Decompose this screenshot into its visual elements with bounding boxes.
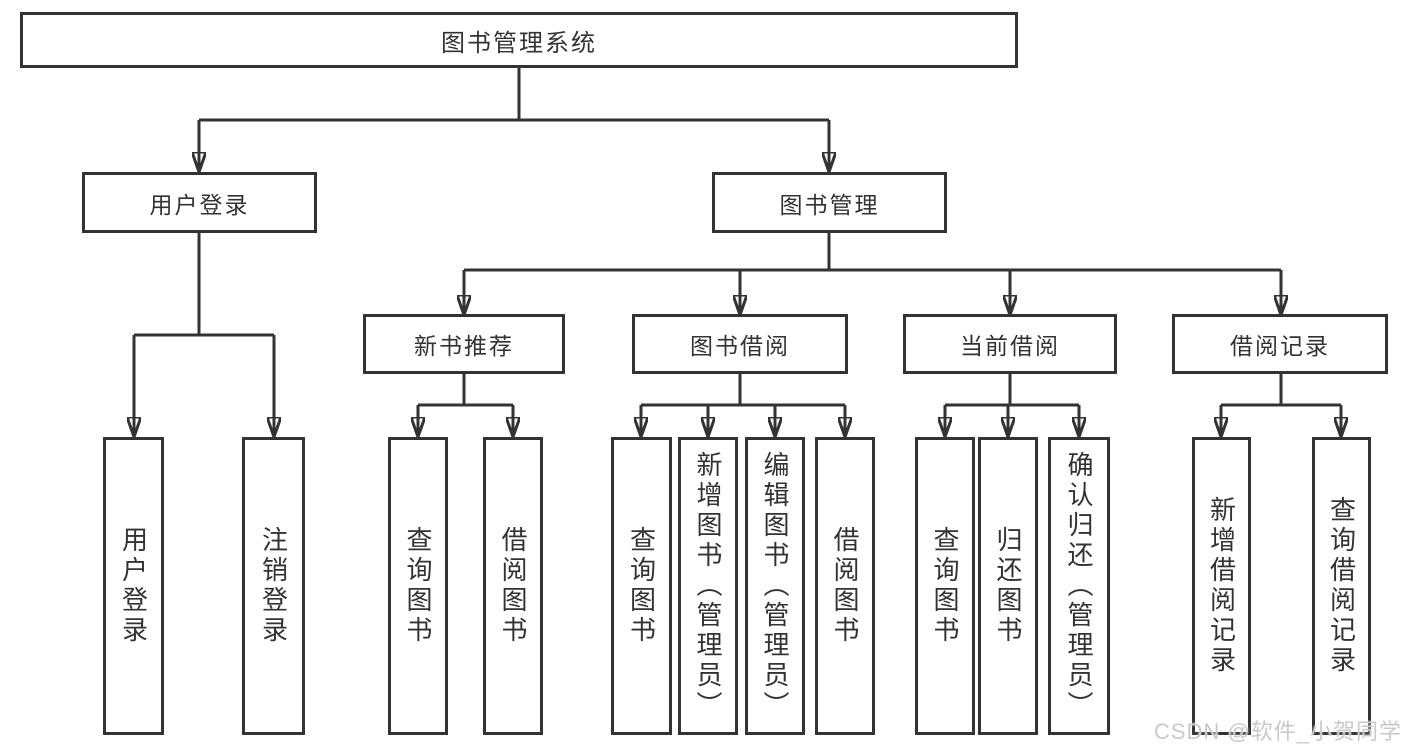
current-borrowing-children-connector bbox=[945, 374, 1079, 433]
leaf-return-books: 归还图书 bbox=[978, 437, 1038, 735]
leaf-query-borrow-record: 查询借阅记录 bbox=[1312, 437, 1371, 735]
leaf-add-borrow-record: 新增借阅记录 bbox=[1192, 437, 1251, 735]
node-root-system: 图书管理系统 bbox=[20, 12, 1018, 68]
node-book-borrowing: 图书借阅 bbox=[632, 314, 848, 374]
leaf-edit-books-admin: 编辑图书（管理员） bbox=[745, 437, 805, 735]
book-management-children-connector bbox=[464, 233, 1281, 311]
node-new-book-recommend: 新书推荐 bbox=[363, 314, 565, 374]
leaf-user-login: 用户登录 bbox=[103, 437, 164, 735]
csdn-watermark: CSDN @软件_小贺同学 bbox=[1153, 719, 1402, 744]
node-current-borrowing: 当前借阅 bbox=[903, 314, 1117, 374]
leaf-query-books-current: 查询图书 bbox=[915, 437, 975, 735]
root-to-level2-connector bbox=[199, 68, 829, 168]
leaf-query-books-borrowing: 查询图书 bbox=[611, 437, 672, 735]
node-borrow-records: 借阅记录 bbox=[1172, 314, 1388, 374]
leaf-borrow-books-borrowing: 借阅图书 bbox=[815, 437, 875, 735]
new-book-recommend-children-connector bbox=[418, 374, 513, 433]
borrow-records-children-connector bbox=[1221, 374, 1341, 433]
node-user-login: 用户登录 bbox=[82, 172, 317, 233]
leaf-logout: 注销登录 bbox=[242, 437, 305, 735]
user-login-children-connector bbox=[134, 233, 274, 433]
leaf-query-books-recommend: 查询图书 bbox=[388, 437, 448, 735]
node-book-management: 图书管理 bbox=[712, 172, 947, 233]
leaf-add-books-admin: 新增图书（管理员） bbox=[678, 437, 738, 735]
book-borrowing-children-connector bbox=[641, 374, 845, 433]
leaf-borrow-books-recommend: 借阅图书 bbox=[483, 437, 543, 735]
leaf-confirm-return-admin: 确认归还（管理员） bbox=[1048, 437, 1110, 735]
